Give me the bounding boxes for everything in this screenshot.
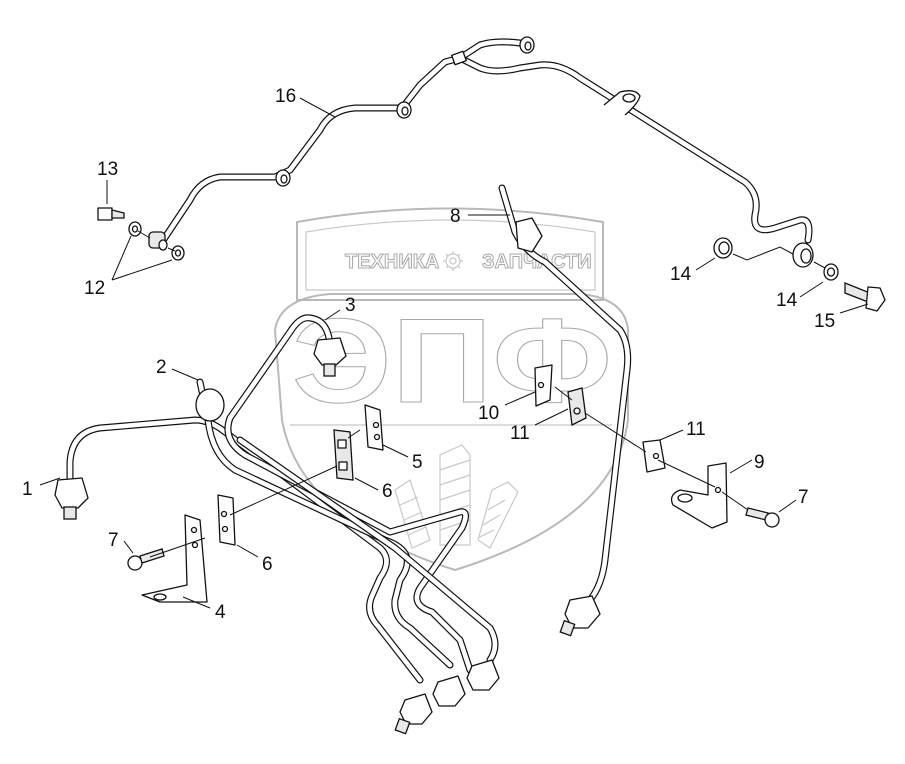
- svg-text:11: 11: [510, 423, 530, 444]
- watermark-text-right: ЗАПЧАСТИ: [482, 251, 592, 273]
- fitting-nut: [466, 659, 500, 691]
- clamp-6-lower: [217, 494, 236, 546]
- washer-12a: [128, 221, 142, 237]
- svg-text:15: 15: [814, 311, 835, 332]
- callout-6b[interactable]: 6: [236, 544, 273, 575]
- callout-11a[interactable]: 11: [510, 408, 569, 444]
- svg-text:11: 11: [686, 419, 706, 440]
- washer-14b: [823, 263, 839, 281]
- watermark-text-left: ТЕХНИКА: [345, 251, 439, 273]
- clamp-plate-10: [534, 364, 553, 407]
- svg-text:4: 4: [215, 602, 226, 623]
- svg-text:7: 7: [798, 487, 809, 508]
- injection-line-1: [66, 416, 424, 684]
- fitting-nut: [195, 388, 225, 422]
- callout-5[interactable]: 5: [382, 444, 423, 473]
- callout-14a[interactable]: 14: [670, 257, 716, 285]
- washer-12b: [171, 245, 185, 261]
- svg-text:16: 16: [275, 86, 296, 107]
- svg-text:1: 1: [22, 479, 33, 500]
- svg-text:3: 3: [345, 295, 356, 316]
- callout-7b[interactable]: 7: [778, 487, 809, 513]
- callout-8[interactable]: 8: [450, 206, 510, 227]
- bracket-4: [141, 514, 208, 603]
- svg-text:5: 5: [412, 452, 423, 473]
- svg-text:12: 12: [84, 278, 105, 299]
- wheat-ears: [394, 444, 519, 549]
- gear-icon: [443, 251, 463, 271]
- callout-16[interactable]: 16: [275, 86, 336, 118]
- fitting-nut: [515, 217, 543, 253]
- leak-off-line-16: [148, 36, 814, 268]
- svg-text:2: 2: [156, 357, 167, 378]
- clamp-6-upper: [333, 429, 354, 481]
- svg-text:6: 6: [382, 481, 393, 502]
- bolt-7b: [745, 507, 780, 528]
- callout-15[interactable]: 15: [814, 303, 869, 332]
- banjo-fitting: [792, 242, 814, 268]
- svg-text:6: 6: [262, 554, 273, 575]
- banjo-eye: [275, 169, 291, 187]
- watermark: ТЕХНИКА ЗАПЧАСТИ ЭПФ: [273, 207, 629, 572]
- bracket-9: [670, 462, 728, 529]
- callout-4[interactable]: 4: [182, 596, 226, 623]
- clamp-11a: [567, 387, 587, 426]
- svg-text:8: 8: [450, 206, 461, 227]
- callout-1[interactable]: 1: [22, 477, 61, 500]
- callouts: 1 2 3 4 5 6 6 7 7 8 9 10 11 11 12 13 14 …: [22, 86, 869, 623]
- injection-line-3: [224, 314, 474, 674]
- banjo-eye: [519, 36, 535, 54]
- fitting-nut: [559, 595, 601, 637]
- bolt-7a: [127, 548, 165, 571]
- callout-2[interactable]: 2: [156, 357, 199, 381]
- callout-9[interactable]: 9: [729, 452, 765, 474]
- svg-text:14: 14: [670, 264, 692, 285]
- svg-text:14: 14: [776, 290, 798, 311]
- svg-text:10: 10: [478, 403, 499, 424]
- fitting-nut: [54, 477, 89, 520]
- svg-text:13: 13: [97, 159, 118, 180]
- bolt-15: [844, 282, 886, 312]
- callout-12[interactable]: 12: [84, 235, 173, 299]
- callout-13[interactable]: 13: [97, 159, 118, 204]
- watermark-logo: ЭПФ: [292, 294, 612, 428]
- watermark-shield-top: [296, 207, 604, 301]
- callout-10[interactable]: 10: [478, 391, 536, 424]
- banjo-eye: [396, 101, 412, 119]
- svg-text:9: 9: [754, 452, 765, 473]
- fitting-nut: [432, 675, 466, 707]
- callout-14b[interactable]: 14: [776, 281, 824, 311]
- sleeve: [148, 231, 168, 251]
- clamp-plate-5: [364, 404, 384, 451]
- washer-14a: [713, 237, 733, 259]
- clamp-11b: [642, 439, 666, 473]
- callout-6a[interactable]: 6: [354, 477, 393, 502]
- callout-3[interactable]: 3: [324, 295, 356, 321]
- fitting-nut: [394, 693, 433, 735]
- svg-text:7: 7: [108, 530, 119, 551]
- fitting-nut: [313, 337, 347, 377]
- callout-11b[interactable]: 11: [659, 419, 706, 441]
- bolt-13: [97, 207, 125, 221]
- callout-7a[interactable]: 7: [108, 530, 134, 554]
